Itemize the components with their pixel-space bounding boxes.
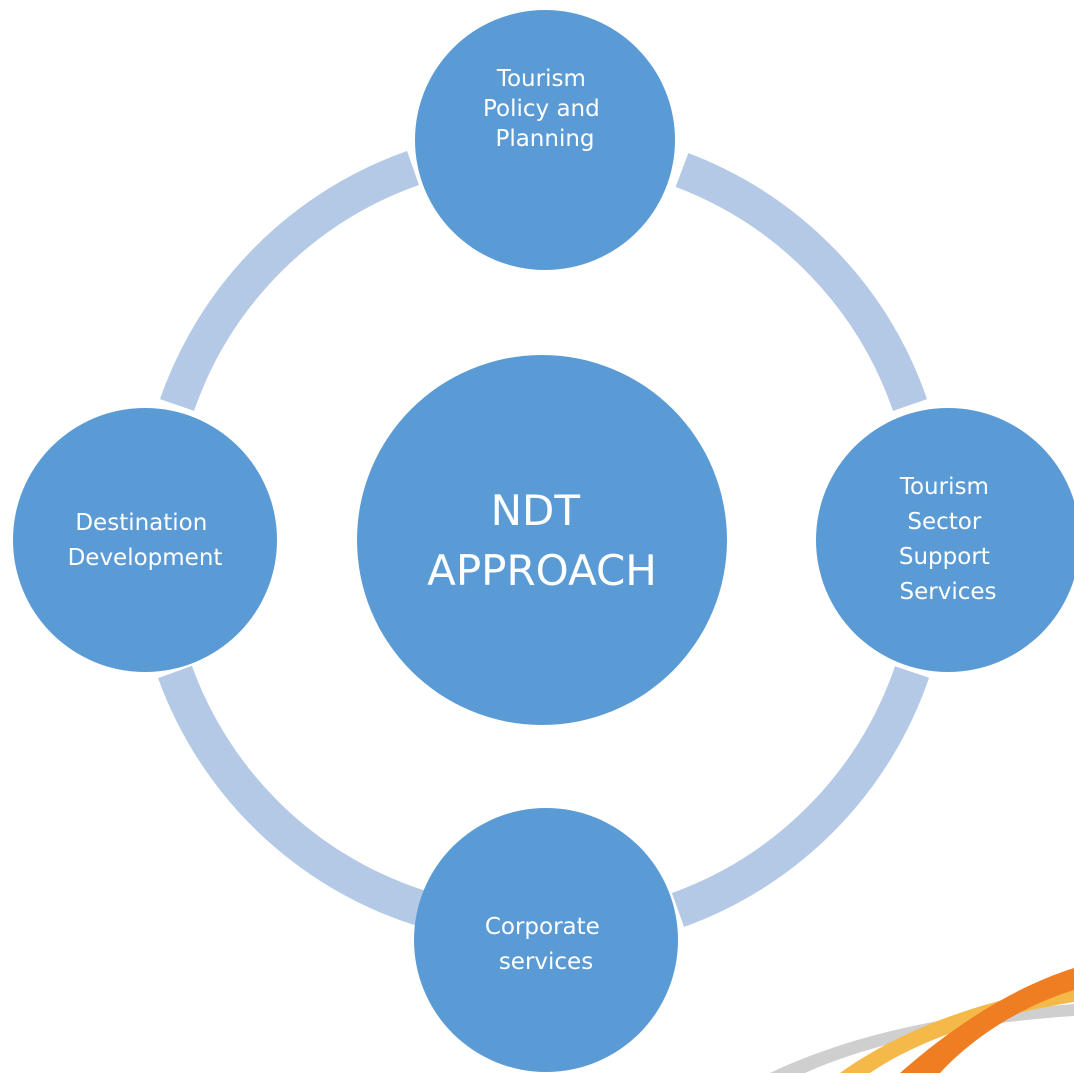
center-label-line1: NDT <box>491 486 581 535</box>
node-right: Tourism Sector Support Services <box>816 408 1074 672</box>
arc-bottom-left <box>158 665 426 926</box>
svg-text:Destination Development: Destination Development <box>68 510 223 571</box>
node-bottom: Corporate services <box>414 808 678 1072</box>
node-top: Tourism Policy and Planning <box>415 10 675 270</box>
svg-text:Corporate services: Corporate services <box>485 914 607 975</box>
node-top-label-line3: Planning <box>495 126 594 152</box>
svg-text:Tourism Policy and: Tourism Policy and Planning <box>483 66 607 152</box>
node-right-label-line1: Tourism <box>899 474 989 500</box>
connector-ring <box>158 151 930 927</box>
svg-text:Tourism Sector Sup: Tourism Sector Support Services <box>899 474 997 605</box>
node-bottom-label-line1: Corporate <box>485 914 600 940</box>
node-right-label-line2: Sector <box>907 509 981 535</box>
node-left-label-line1: Destination <box>75 510 207 536</box>
node-left: Destination Development <box>13 408 277 672</box>
node-center-circle <box>357 355 727 725</box>
center-label-line2: APPROACH <box>427 546 657 595</box>
logo-swoosh <box>770 968 1074 1073</box>
node-right-label-line3: Support <box>899 544 990 570</box>
node-top-label-line2: Policy and <box>483 96 600 122</box>
svg-text:NDT APPROACH: NDT APPROACH <box>427 486 657 595</box>
node-center: NDT APPROACH <box>357 355 727 725</box>
node-left-label-line2: Development <box>68 545 223 571</box>
swoosh-orange-band <box>900 968 1074 1073</box>
node-bottom-circle <box>414 808 678 1072</box>
node-right-circle <box>816 408 1074 672</box>
node-bottom-label-line2: services <box>499 949 593 975</box>
arc-left-top <box>159 151 419 411</box>
node-top-circle <box>415 10 675 270</box>
arc-top-right <box>675 153 928 411</box>
node-top-label-line1: Tourism <box>496 66 586 92</box>
node-right-label-line4: Services <box>900 579 997 605</box>
node-left-circle <box>13 408 277 672</box>
arc-right-bottom <box>671 666 930 927</box>
